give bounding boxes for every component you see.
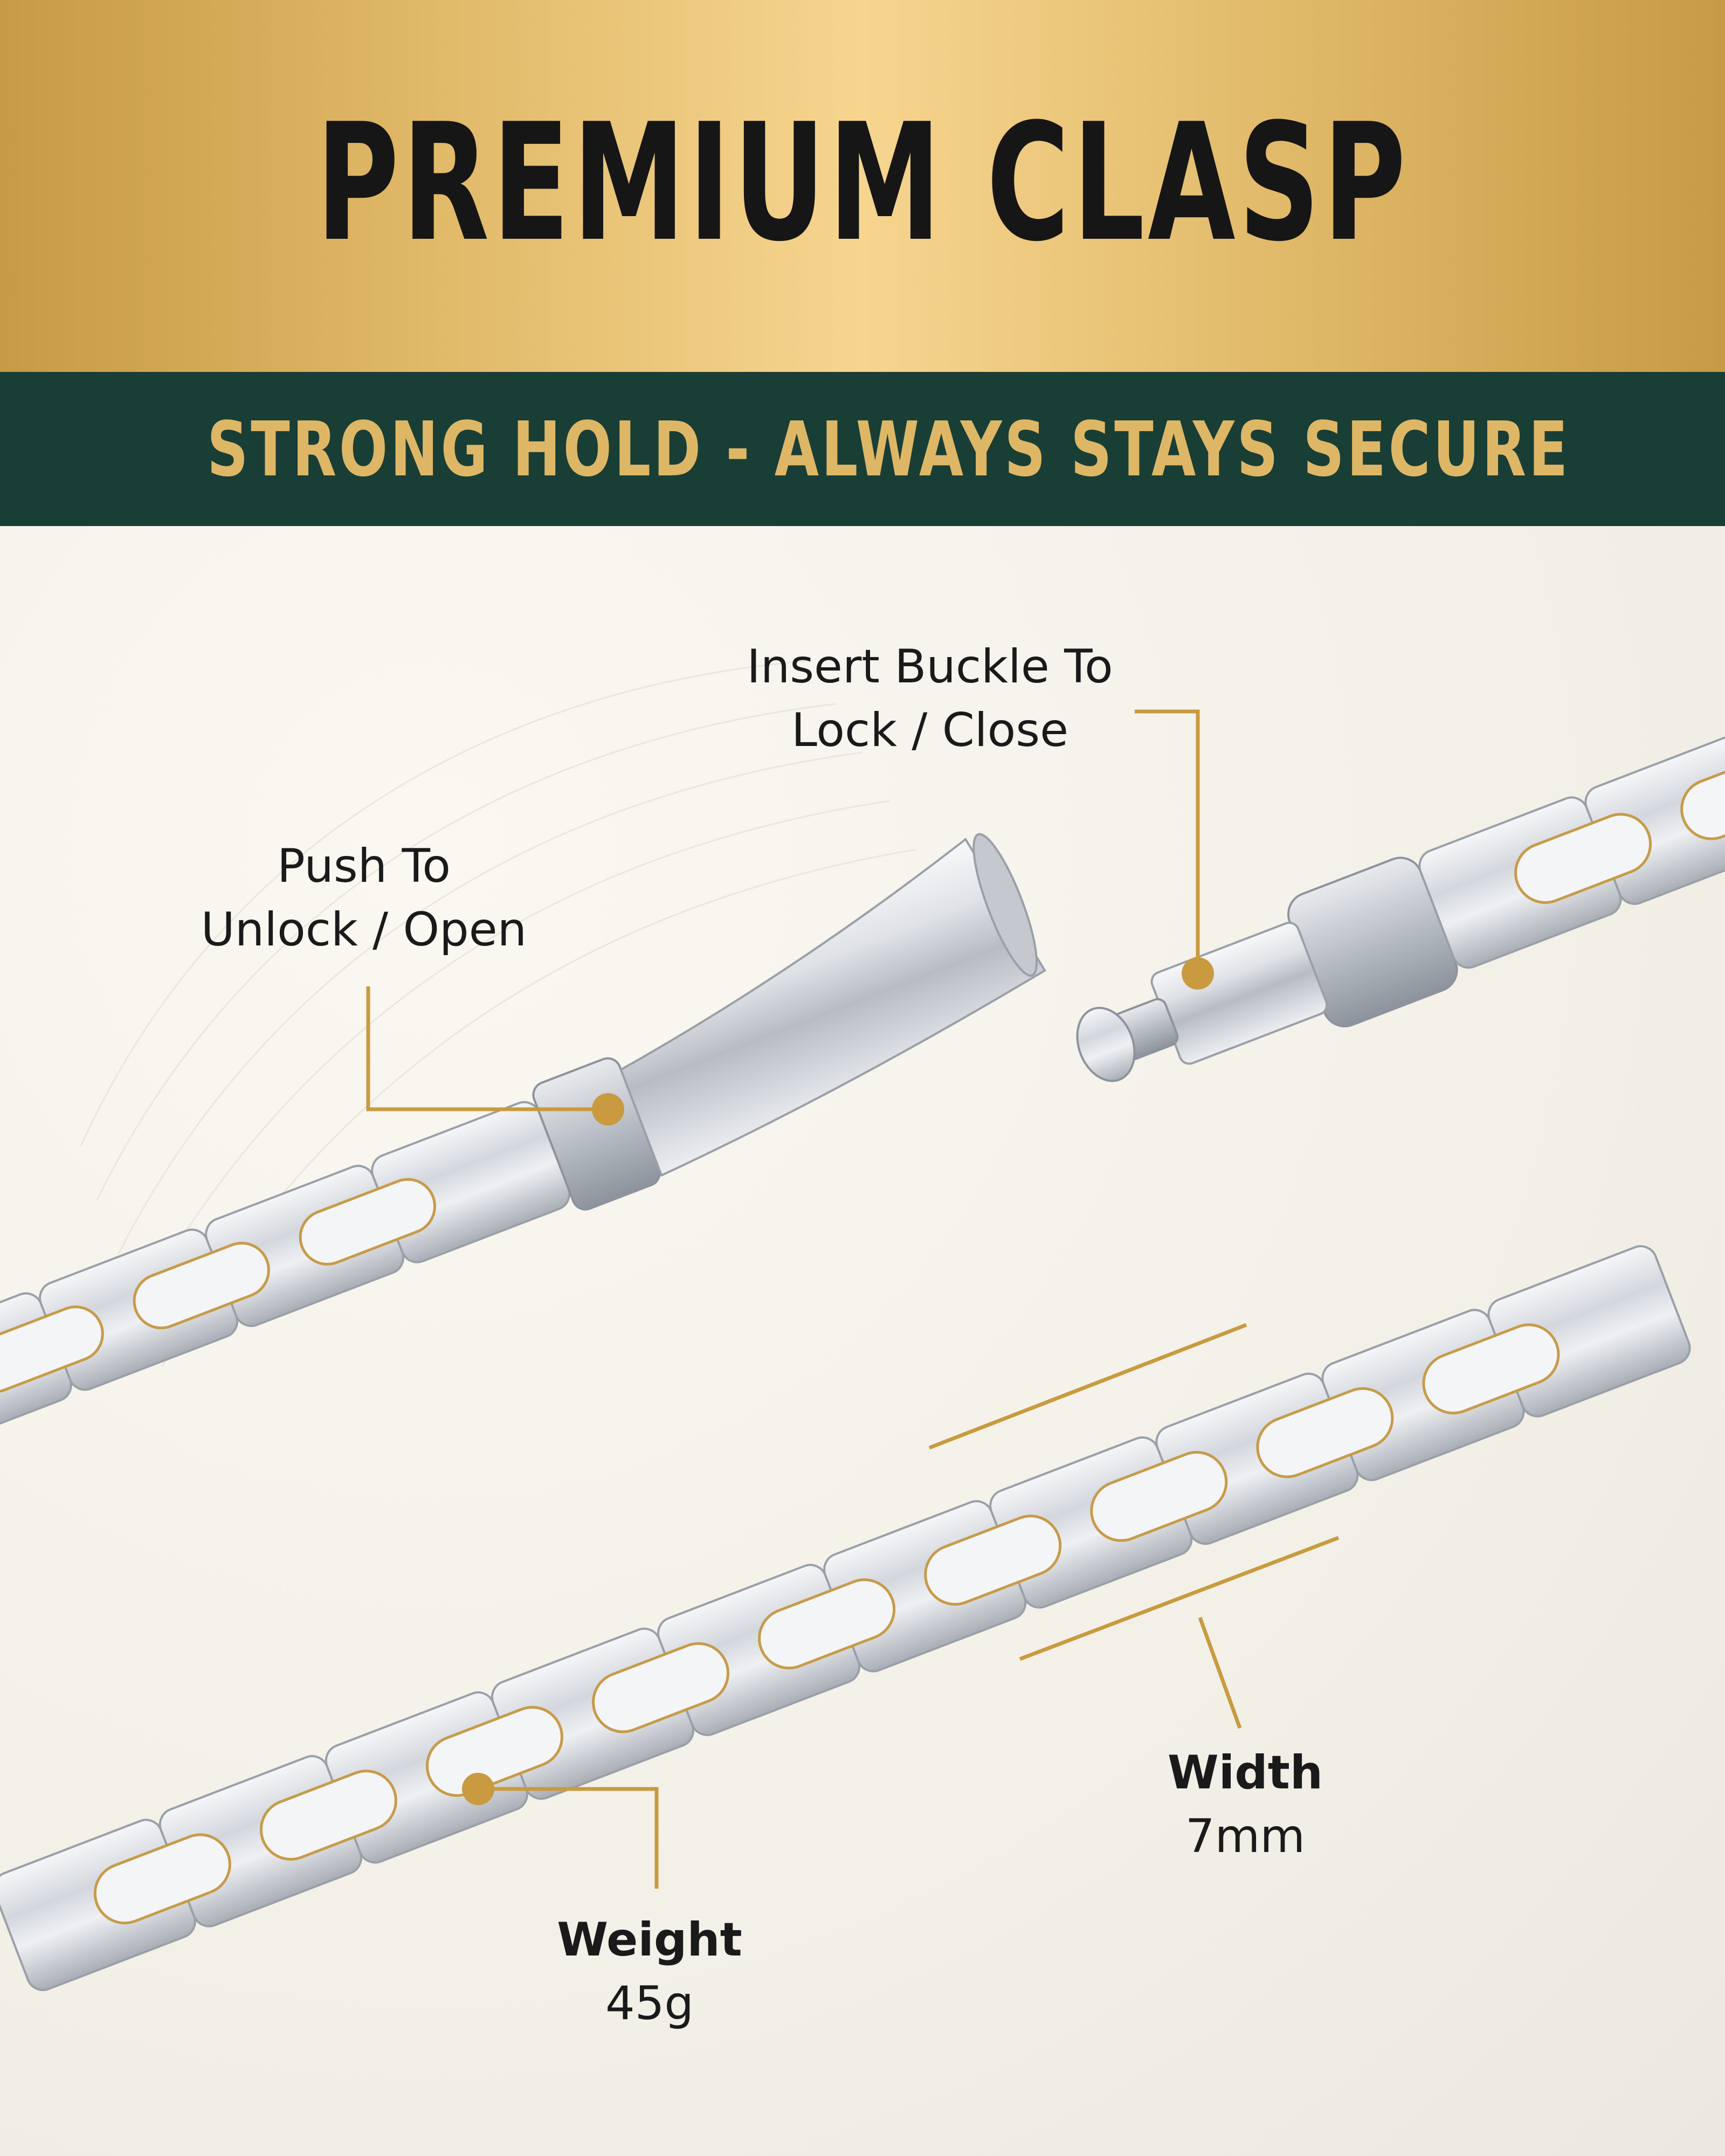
bracelet-illustration (0, 660, 1725, 1991)
weight-callout: Weight 45g (499, 1908, 801, 2035)
insert-callout-dot (1182, 957, 1214, 990)
subtitle-band: STRONG HOLD - ALWAYS STAYS SECURE (0, 372, 1725, 526)
push-unlock-callout: Push To Unlock / Open (151, 834, 577, 962)
insert-callout-line1: Insert Buckle To (747, 640, 1113, 694)
push-callout-line1: Push To (277, 839, 451, 893)
insert-buckle-block (1150, 922, 1328, 1065)
page-subtitle: STRONG HOLD - ALWAYS STAYS SECURE (207, 406, 1570, 494)
insert-leader-line (1135, 709, 1200, 973)
push-leader-line (366, 986, 608, 1111)
width-marker-top (928, 1323, 1247, 1450)
weight-leader-line (478, 1787, 659, 1889)
lower-bracelet (0, 1245, 1691, 1991)
push-callout-dot (592, 1093, 624, 1125)
weight-callout-dot (462, 1773, 494, 1805)
callout-lines (366, 709, 1340, 1889)
insert-buckle-callout: Insert Buckle To Lock / Close (701, 635, 1159, 762)
chain-links (0, 1101, 571, 1455)
callout-dots (462, 957, 1214, 1805)
push-clasp-tube (619, 838, 1046, 1177)
width-leader-line (1198, 1616, 1242, 1729)
left-bracelet (0, 833, 1046, 1455)
width-label: Width (1167, 1746, 1323, 1800)
weight-label: Weight (557, 1913, 742, 1967)
page-title: PREMIUM CLASP (316, 89, 1409, 277)
insert-callout-line2: Lock / Close (791, 703, 1069, 757)
header-banner: PREMIUM CLASP (0, 0, 1725, 372)
background-swirl (80, 660, 917, 1367)
width-marker-bottom (1019, 1536, 1340, 1661)
right-bracelet (1076, 733, 1725, 1082)
buckle-tip (1076, 1006, 1136, 1082)
width-callout: Width 7mm (1094, 1741, 1396, 1868)
weight-value: 45g (605, 1977, 694, 2030)
push-callout-line2: Unlock / Open (201, 903, 527, 957)
width-value: 7mm (1185, 1809, 1306, 1863)
